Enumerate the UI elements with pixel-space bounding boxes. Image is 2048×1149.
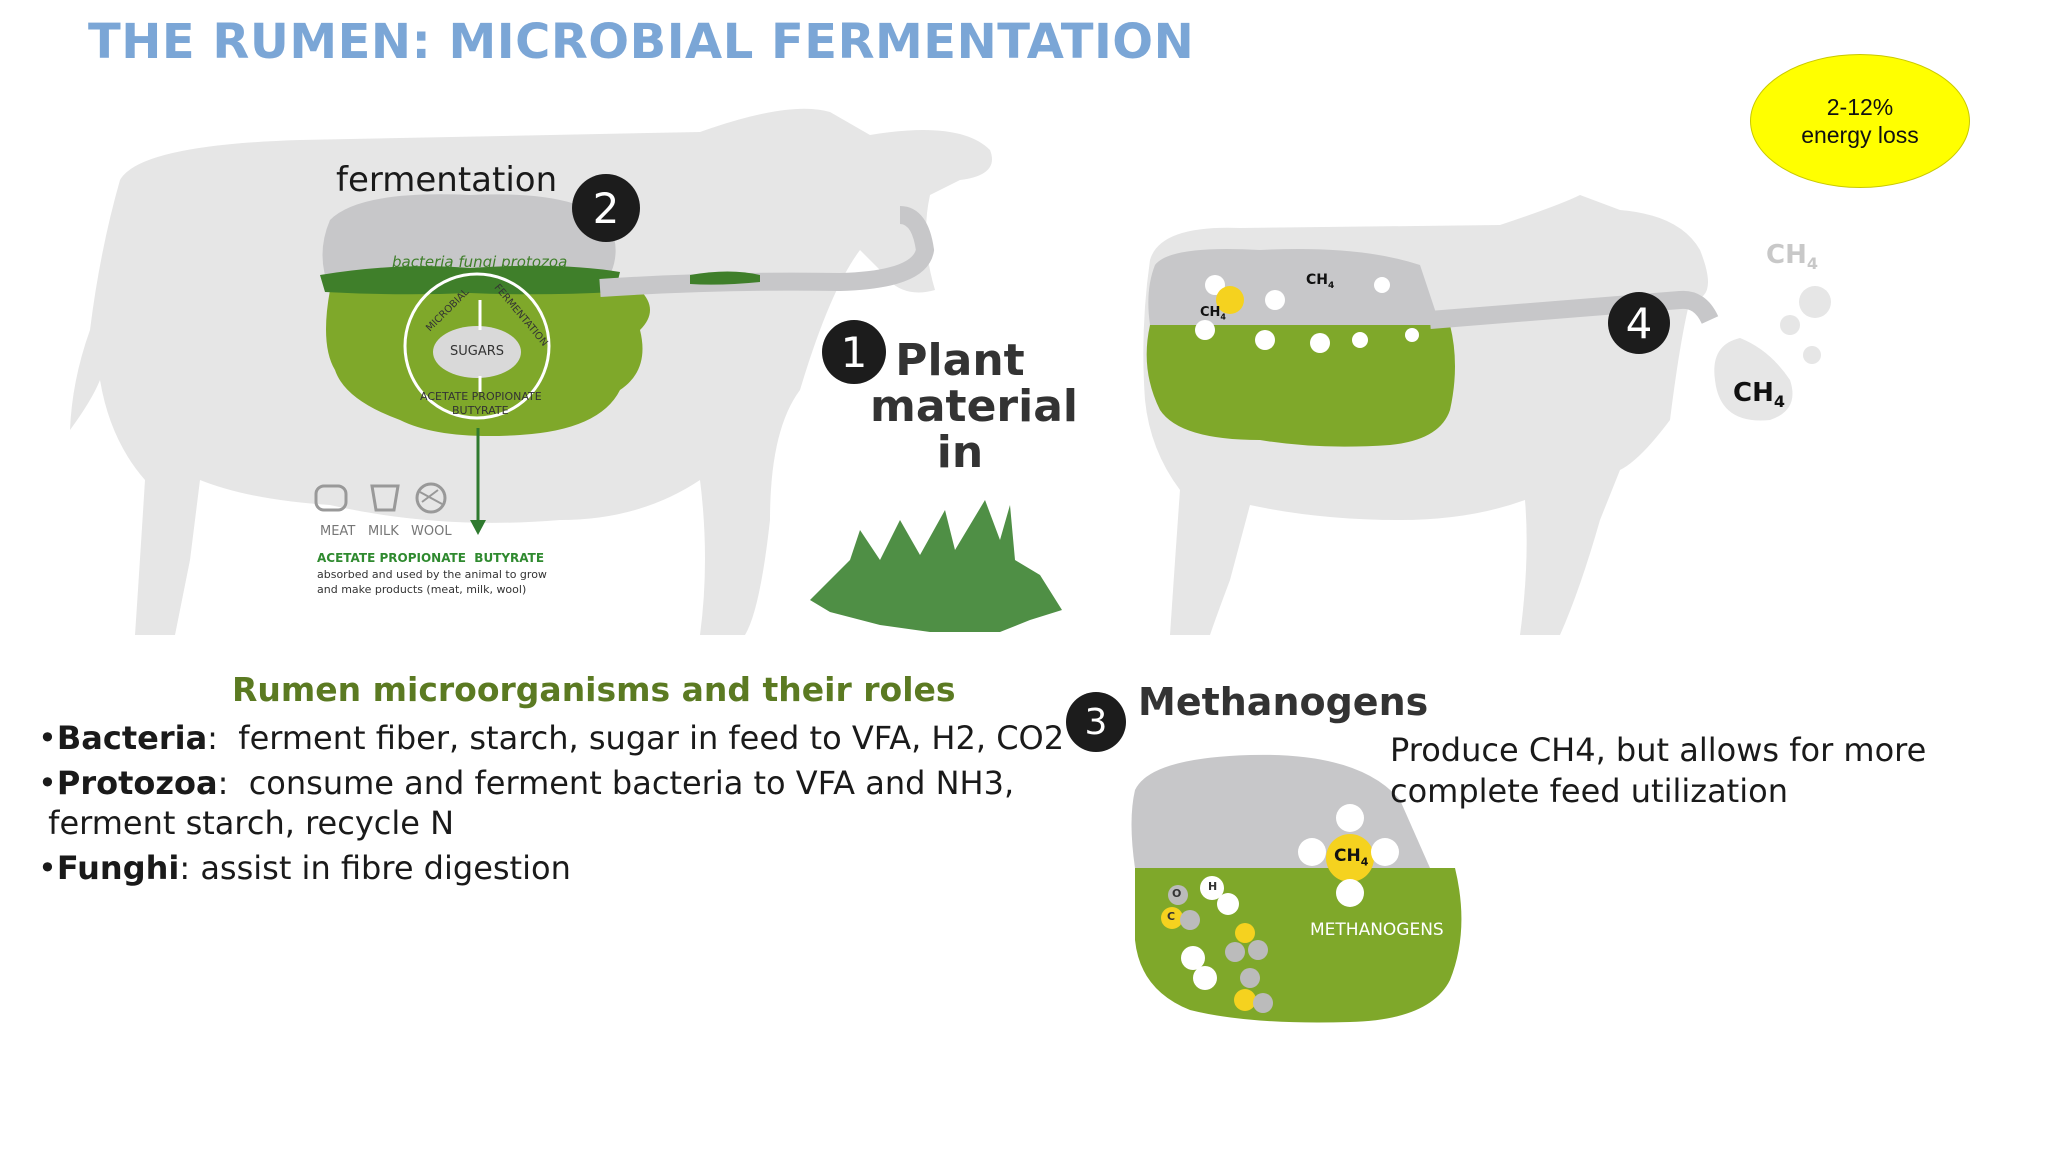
plant-line-1: Plant — [895, 335, 1025, 386]
ch4-faded-label: CH4 — [1766, 240, 1818, 274]
left-rumen — [320, 194, 935, 535]
role-funghi: •Funghi: assist in fibre digestion — [38, 849, 571, 887]
fermentation-label: fermentation — [336, 160, 558, 200]
role-protozoa-continued: ferment starch, recycle N — [38, 804, 455, 842]
ch4-yellow-label: CH4 — [1200, 305, 1226, 322]
atom-c: C — [1167, 910, 1176, 923]
page-title: THE RUMEN: MICROBIAL FERMENTATION — [88, 14, 1195, 70]
absorbed-line2: and make products (meat, milk, wool) — [317, 583, 527, 596]
absorbed-title: ACETATE PROPIONATE BUTYRATE — [317, 551, 545, 565]
step-4-badge: 4 — [1608, 292, 1670, 354]
absorbed-line1: absorbed and used by the animal to grow — [317, 568, 547, 581]
ch4-inner-label: CH4 — [1306, 272, 1335, 291]
methanogens-inner-label: METHANOGENS — [1310, 920, 1444, 940]
step-3-badge: 3 — [1066, 692, 1126, 752]
right-rumen — [1146, 249, 1831, 447]
vfa-label-line2: BUTYRATE — [452, 404, 509, 417]
plant-material-label: Plant material in — [870, 335, 1078, 478]
product-milk: MILK — [368, 524, 399, 539]
sugars-label: SUGARS — [450, 344, 505, 359]
energy-label: energy loss — [1801, 122, 1919, 148]
product-icons — [314, 482, 447, 514]
plant-line-3: in — [936, 427, 984, 478]
role-protozoa: •Protozoa: consume and ferment bacteria … — [38, 764, 1015, 802]
ch4-cloud-label: CH4 — [1733, 378, 1785, 412]
methanogens-label: Methanogens — [1138, 680, 1429, 724]
methanogens-ch4-label: CH4 — [1334, 846, 1369, 869]
energy-loss-bubble: 2-12% energy loss — [1750, 54, 1970, 188]
methanogens-rumen — [1131, 754, 1462, 1023]
product-meat: MEAT — [320, 524, 356, 539]
roles-heading: Rumen microorganisms and their roles — [232, 670, 956, 709]
product-wool: WOOL — [411, 524, 452, 539]
atom-h: H — [1208, 880, 1218, 893]
methanogens-description: Produce CH4, but allows for more complet… — [1390, 731, 1927, 810]
atom-o: O — [1172, 887, 1182, 900]
energy-percent: 2-12% — [1826, 94, 1894, 120]
microbes-label: bacteria fungi protozoa — [392, 253, 568, 271]
vfa-label-line1: ACETATE PROPIONATE — [420, 390, 542, 403]
plant-line-2: material — [870, 381, 1078, 432]
step-2-badge: 2 — [572, 174, 640, 242]
step-1-badge: 1 — [822, 320, 886, 384]
grass-illustration — [810, 500, 1062, 632]
role-bacteria: •Bacteria: ferment fiber, starch, sugar … — [38, 719, 1065, 757]
